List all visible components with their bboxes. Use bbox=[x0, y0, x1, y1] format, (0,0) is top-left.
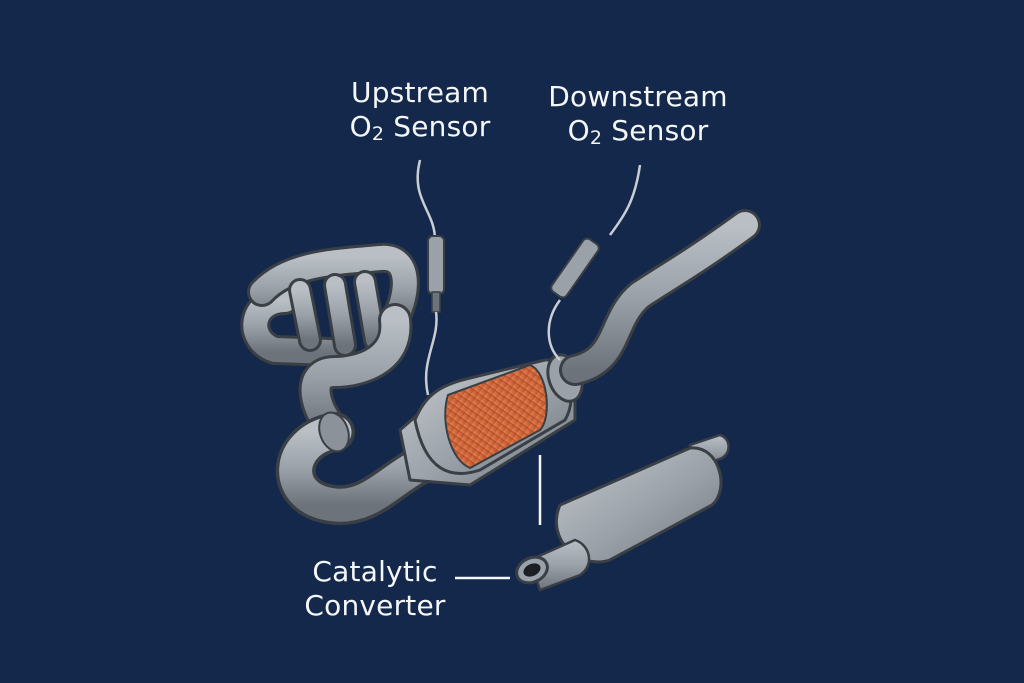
upstream-oxygen-sensor-icon bbox=[416, 159, 445, 396]
downstream-label-line1: Downstream bbox=[548, 80, 728, 113]
upstream-sensor-text: Sensor bbox=[384, 110, 491, 143]
downstream-o-text: O bbox=[567, 114, 590, 147]
downstream-oxygen-sensor-icon bbox=[547, 164, 642, 361]
upstream-label-line1: Upstream bbox=[351, 76, 489, 109]
catalytic-label-line1: Catalytic bbox=[312, 555, 438, 588]
downstream-sensor-text: Sensor bbox=[602, 114, 709, 147]
exhaust-pipe-icon bbox=[559, 209, 761, 386]
upstream-o2-sensor-label: Upstream O2 Sensor bbox=[340, 76, 500, 144]
catalytic-label-line2: Converter bbox=[304, 589, 446, 622]
upstream-label-line2: O2 Sensor bbox=[340, 110, 500, 144]
downstream-subscript: 2 bbox=[589, 127, 603, 149]
catalytic-converter-label: Catalytic Converter bbox=[300, 555, 450, 623]
upstream-o-text: O bbox=[349, 110, 372, 143]
catalytic-converter-leader bbox=[455, 455, 542, 580]
downstream-o2-sensor-label: Downstream O2 Sensor bbox=[540, 80, 736, 148]
muffler-icon bbox=[515, 433, 730, 592]
downstream-label-line2: O2 Sensor bbox=[540, 114, 736, 148]
upstream-subscript: 2 bbox=[371, 123, 385, 145]
exhaust-manifold-icon bbox=[240, 242, 440, 526]
